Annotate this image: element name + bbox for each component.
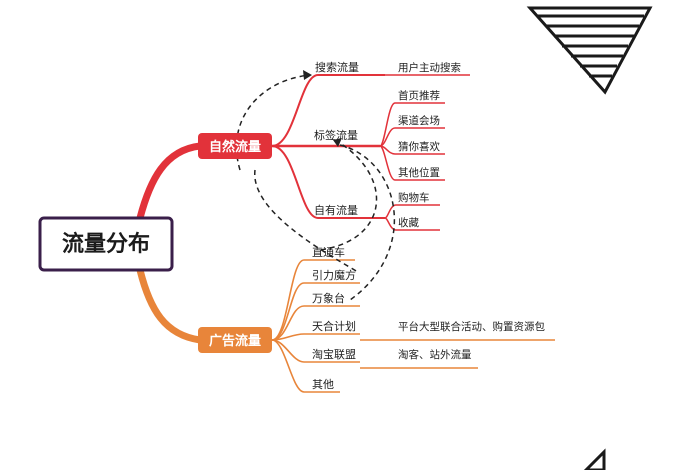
ad-item-yinli: 引力魔方: [312, 268, 356, 282]
dashed-connectors: [235, 74, 396, 301]
corner-decoration-bottom: [583, 448, 606, 470]
sub-own-label: 自有流量: [314, 203, 358, 217]
leaf-tag-3: 其他位置: [398, 166, 440, 179]
natural-branch-label: 自然流量: [209, 139, 261, 155]
ad-branch-lines: [136, 259, 555, 393]
leaf-tianhe: 平台大型联合活动、购置资源包: [398, 320, 545, 333]
leaf-tag-0: 首页推荐: [398, 89, 440, 102]
ad-item-qita: 其他: [312, 378, 334, 391]
sub-tag-label: 标签流量: [314, 128, 358, 142]
ad-item-tianhe: 天合计划: [312, 319, 356, 333]
ad-branch-node: 广告流量: [198, 327, 272, 353]
ad-item-zhitongche: 直通车: [312, 245, 345, 259]
arrow-heads: [303, 70, 342, 147]
ad-item-lianmeng: 淘宝联盟: [312, 347, 356, 361]
natural-branch-node: 自然流量: [198, 133, 272, 159]
leaf-own-1: 收藏: [398, 216, 419, 229]
leaf-tag-1: 渠道会场: [398, 114, 440, 127]
leaf-lianmeng: 淘客、站外流量: [398, 348, 472, 361]
root-node: 流量分布: [38, 216, 174, 272]
natural-branch-lines: [136, 74, 470, 231]
ad-item-wanxiang: 万象台: [312, 291, 345, 305]
leaf-tag-2: 猜你喜欢: [398, 140, 440, 153]
sub-search-label: 搜索流量: [315, 60, 359, 74]
ad-branch-label: 广告流量: [209, 333, 261, 349]
root-label: 流量分布: [62, 231, 150, 257]
leaf-search: 用户主动搜索: [398, 61, 461, 74]
corner-decoration-top: [526, 6, 653, 95]
leaf-own-0: 购物车: [398, 191, 430, 204]
